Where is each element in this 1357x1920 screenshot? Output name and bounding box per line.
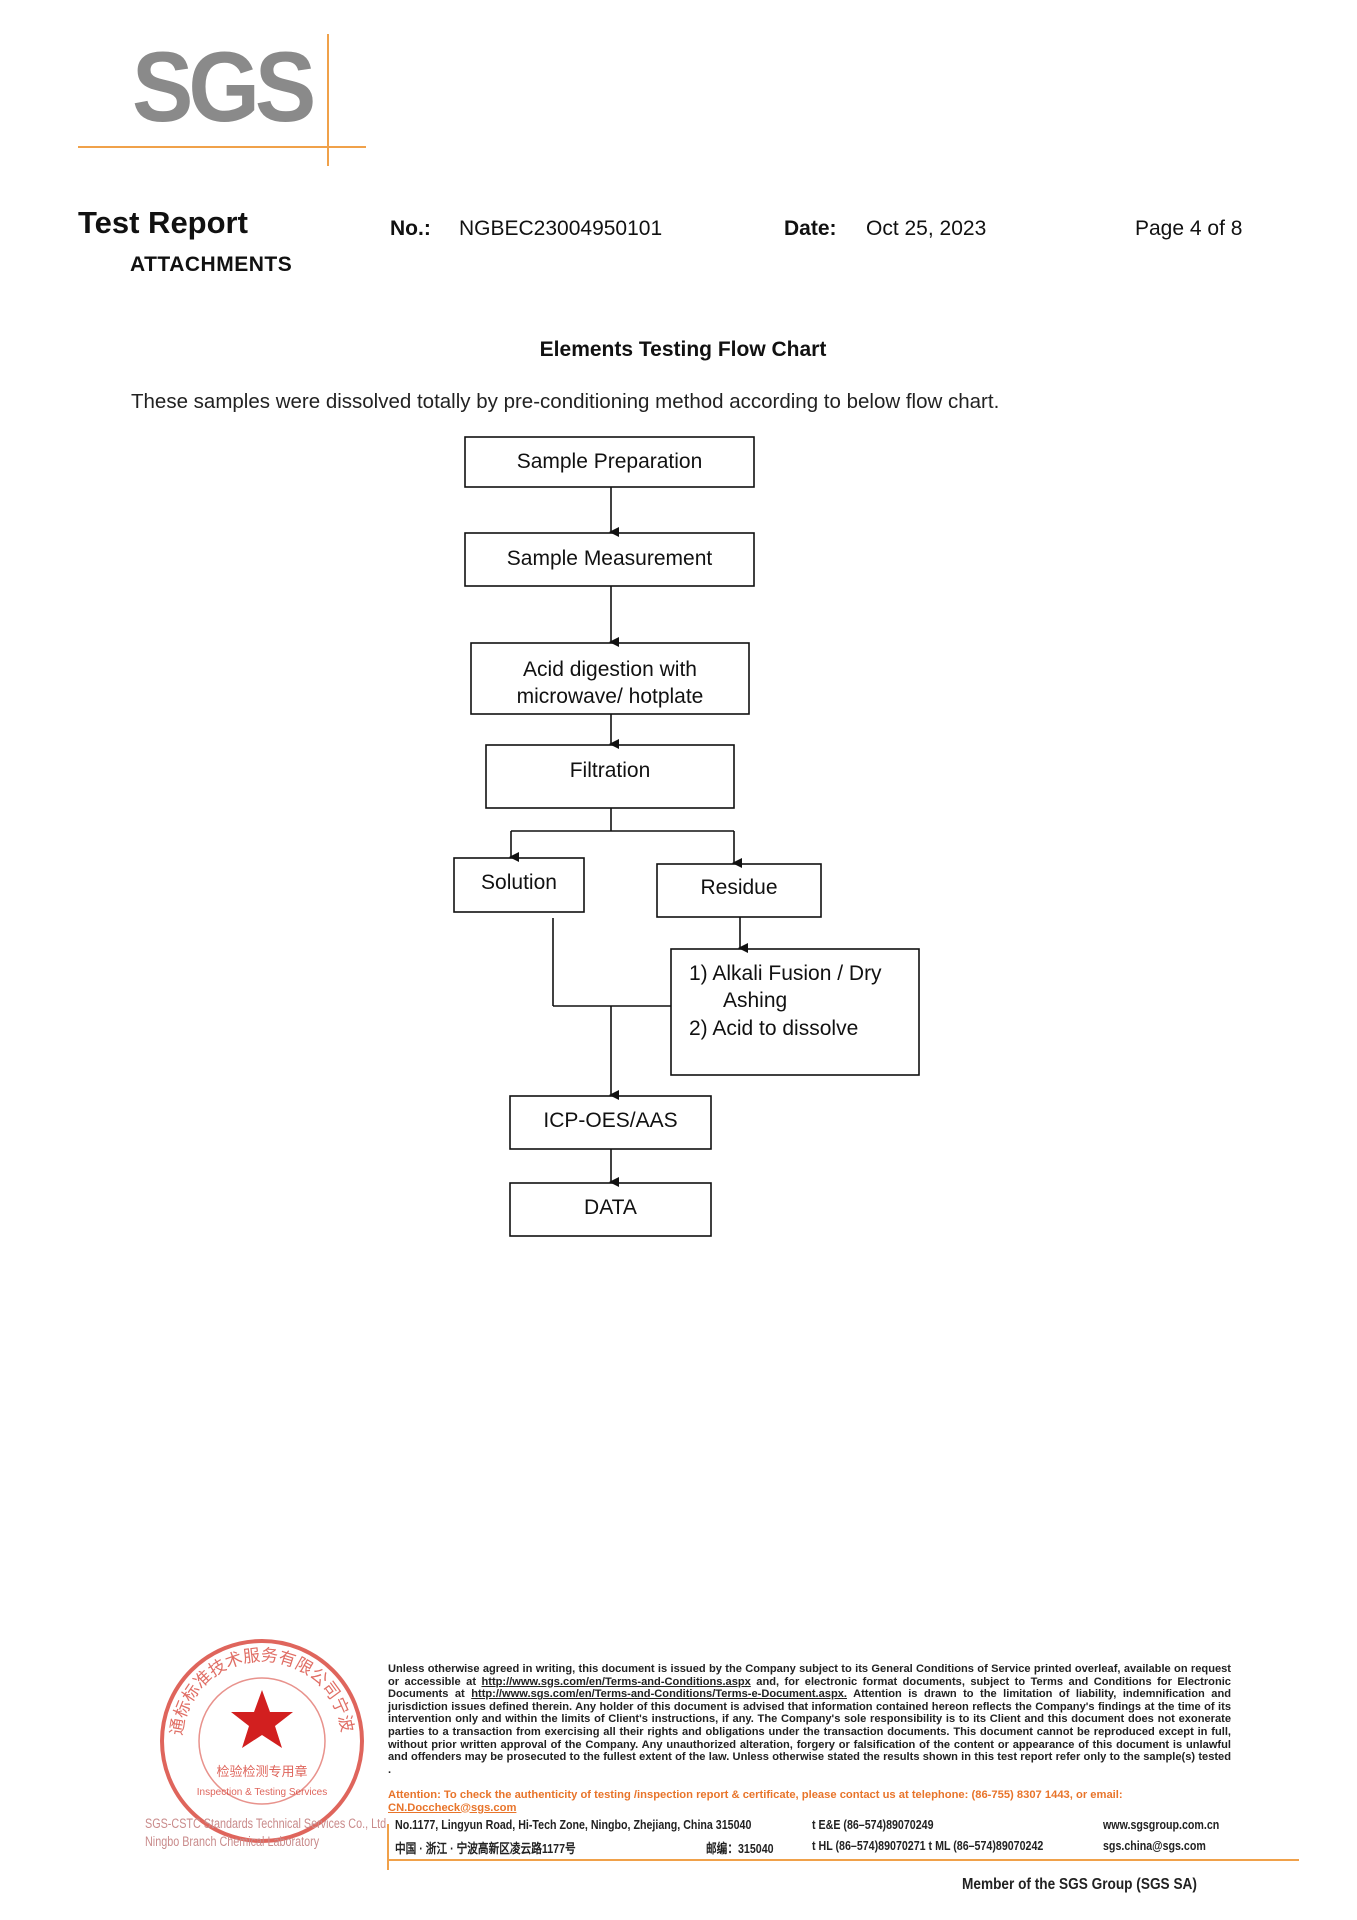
box-alkali-fusion <box>670 948 920 1076</box>
address-en-tel: t E&E (86–574)89070249 <box>812 1817 934 1832</box>
label-icp-oes-aas: ICP-OES/AAS <box>543 1109 678 1132</box>
logo-divider-horizontal <box>78 146 366 148</box>
authenticity-notice: Attention: To check the authenticity of … <box>388 1789 1123 1814</box>
sgs-logo: SGS <box>132 32 316 143</box>
seal-inner-en: Inspection & Testing Services <box>197 1787 327 1798</box>
address-cn-postcode: 邮编：315040 <box>706 1841 774 1856</box>
footer-divider-horizontal <box>387 1859 1299 1861</box>
seal-branch-name: Ningbo Branch Chemical Laboratory <box>145 1834 320 1849</box>
label-residue: Residue <box>700 876 778 899</box>
contact-email: sgs.china@sgs.com <box>1103 1838 1206 1853</box>
report-title: Test Report <box>78 205 248 240</box>
report-number-label: No.: <box>390 217 431 240</box>
seal-inner-cn: 检验检测专用章 <box>216 1764 307 1780</box>
doccheck-email-link[interactable]: CN.Doccheck@sgs.com <box>388 1801 517 1814</box>
terms-link[interactable]: http://www.sgs.com/en/Terms-and-Conditio… <box>481 1675 751 1688</box>
member-statement: Member of the SGS Group (SGS SA) <box>962 1876 1197 1893</box>
address-cn: 中国 · 浙江 · 宁波高新区凌云路1177号 <box>395 1841 576 1856</box>
section-title: Elements Testing Flow Chart <box>539 338 827 361</box>
page-number: Page 4 of 8 <box>1135 217 1243 240</box>
report-date: Oct 25, 2023 <box>866 217 987 240</box>
logo-divider-vertical <box>327 34 329 166</box>
label-solution: Solution <box>481 871 557 894</box>
seal-star-icon <box>231 1690 293 1748</box>
box-sample-preparation <box>464 436 755 488</box>
report-subtitle: ATTACHMENTS <box>130 253 293 276</box>
label-alkali-line1: 1) Alkali Fusion / Dry <box>689 962 882 985</box>
website: www.sgsgroup.com.cn <box>1103 1817 1220 1832</box>
label-alkali-line2: Ashing <box>723 989 788 1012</box>
label-acid-digestion-line1: Acid digestion with <box>523 658 697 681</box>
seal-company-name: SGS-CSTC Standards Technical Services Co… <box>145 1816 390 1831</box>
legal-disclaimer: Unless otherwise agreed in writing, this… <box>388 1663 1231 1776</box>
intro-paragraph: These samples were dissolved totally by … <box>131 390 1000 413</box>
label-acid-digestion-line2: microwave/ hotplate <box>516 685 704 708</box>
label-data: DATA <box>584 1196 637 1219</box>
footer-divider-vertical <box>387 1824 389 1870</box>
report-number: NGBEC23004950101 <box>459 217 663 240</box>
label-alkali-line3: 2) Acid to dissolve <box>689 1017 859 1040</box>
flow-chart <box>453 436 920 1237</box>
label-sample-measurement: Sample Measurement <box>506 547 713 570</box>
box-solution <box>453 857 585 913</box>
report-date-label: Date: <box>784 217 837 240</box>
address-en: No.1177, Lingyun Road, Hi-Tech Zone, Nin… <box>395 1817 752 1832</box>
company-seal: 检验检测专用章 Inspection & Testing Services 通标… <box>140 1620 364 1843</box>
terms-e-document-link[interactable]: http://www.sgs.com/en/Terms-and-Conditio… <box>471 1688 848 1701</box>
label-sample-preparation: Sample Preparation <box>516 450 703 473</box>
address-cn-tel: t HL (86–574)89070271 t ML (86–574)89070… <box>812 1838 1044 1853</box>
label-filtration: Filtration <box>569 759 651 782</box>
